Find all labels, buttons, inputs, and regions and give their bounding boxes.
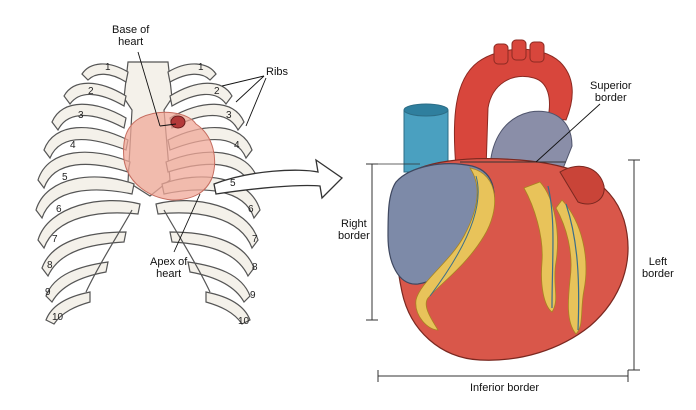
coronary-fat-right [415,167,496,331]
leader-apex-of-heart [173,193,201,253]
rib-number-right-1: 1 [198,62,204,73]
vena-cava-opening [403,103,449,117]
rib-number-right-6: 6 [248,204,254,215]
rib-number-right-9: 9 [250,290,256,301]
leader-superior-border [535,103,601,163]
pointer-arrow [213,158,344,200]
rib-left-7 [37,200,141,250]
label-superior-border: Superior border [590,80,632,104]
leader-base-arrow [159,123,177,127]
rib-number-right-4: 4 [234,140,240,151]
rib-number-right-2: 2 [214,86,220,97]
rib-number-left-6: 6 [56,204,62,215]
rib-number-left-2: 2 [88,86,94,97]
rib-left-4 [43,126,129,160]
label-right-line1: Right [341,218,367,230]
label-base-of-heart: Base of heart [112,24,149,48]
rib-right-7 [155,200,259,250]
rib-number-right-8: 8 [252,262,258,273]
rib-left-9 [45,261,109,303]
rib-left-3 [51,103,127,132]
rib-left-6 [35,176,135,220]
costal-margin [85,209,211,293]
rib-number-left-8: 8 [47,260,53,271]
label-inferior-border: Inferior border [470,382,540,394]
rib-right-2 [169,82,233,107]
rib-number-left-10: 10 [52,312,64,323]
rib-number-left-9: 9 [45,287,51,298]
rib-right-1 [167,63,217,83]
label-right-line2: border [338,230,370,242]
coronary-vessel-3 [429,175,479,297]
aorta-branch-2 [511,39,527,61]
label-right-border: Right border [338,218,370,242]
label-left-line2: border [642,268,674,280]
coronary-vessel-2 [565,203,580,331]
rib-left-1 [81,63,129,83]
rib-number-left-7: 7 [52,234,58,245]
left-auricle [559,165,605,205]
label-apex-of-heart: Apex of heart [150,256,187,280]
label-apex-line2: heart [156,268,182,280]
rib-number-right-3: 3 [226,110,232,121]
rib-right-9 [187,261,251,303]
leader-base-of-heart [137,51,161,127]
rib-number-left-1: 1 [105,62,111,73]
rib-right-10 [205,291,251,325]
label-base-of-heart-line2: heart [118,36,144,48]
aorta-branch-3 [529,41,545,63]
label-superior-line2: border [594,92,627,104]
leader-ribs-b [235,75,265,103]
rib-left-2 [63,82,127,107]
rib-number-left-3: 3 [78,110,84,121]
heart-illustration [387,39,629,361]
heart-base-marker [170,115,186,129]
coronary-vessel-1 [547,185,554,309]
leader-ribs-c [245,77,267,127]
rib-left-10 [45,291,91,325]
rib-left-8 [41,231,127,278]
leader-ribs-a [221,75,265,87]
label-left-line1: Left [648,256,668,268]
heart-outline-in-chest [123,111,216,201]
aorta-branch-1 [493,43,509,65]
coronary-fat-anterior [523,181,558,313]
rib-number-left-4: 4 [70,140,76,151]
label-left-border: Left border [642,256,674,280]
label-base-of-heart-line1: Base of [112,24,150,36]
rib-number-right-5: 5 [230,178,236,189]
rib-number-right-7: 7 [252,234,258,245]
rib-number-right-10: 10 [238,316,250,327]
rib-left-5 [37,151,131,190]
aorta [453,48,573,171]
label-ribs: Ribs [266,66,289,78]
rib-right-8 [169,231,255,278]
label-apex-line1: Apex of [150,256,188,268]
label-superior-line1: Superior [590,80,632,92]
rib-number-left-5: 5 [62,172,68,183]
